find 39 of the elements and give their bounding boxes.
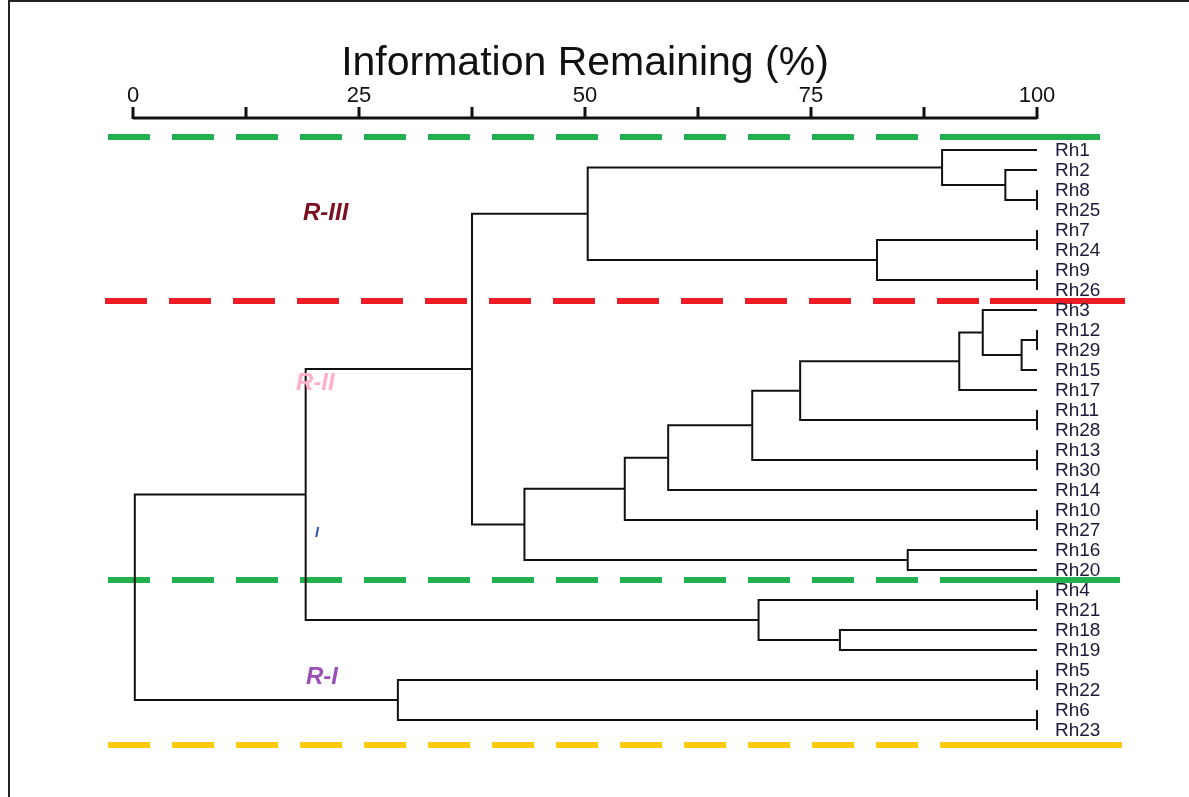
- leaf-label: Rh18: [1055, 620, 1101, 639]
- leaf-label: Rh25: [1055, 200, 1101, 219]
- tick-label: 50: [572, 84, 598, 106]
- leaf-label: Rh21: [1055, 600, 1101, 619]
- cluster-label: R-I: [306, 664, 338, 688]
- leaf-label: Rh22: [1055, 680, 1101, 699]
- tick-label: 25: [346, 84, 372, 106]
- leaf-label: Rh20: [1055, 560, 1101, 579]
- leaf-label: Rh23: [1055, 720, 1101, 739]
- leaf-label: Rh24: [1055, 240, 1101, 259]
- leaf-label: Rh16: [1055, 540, 1101, 559]
- leaf-label: Rh10: [1055, 500, 1101, 519]
- leaf-label: Rh5: [1055, 660, 1090, 679]
- leaf-label: Rh6: [1055, 700, 1090, 719]
- leaf-label: Rh4: [1055, 580, 1090, 599]
- tick-label: 100: [1018, 84, 1056, 106]
- leaf-label: Rh2: [1055, 160, 1090, 179]
- leaf-label: Rh28: [1055, 420, 1101, 439]
- leaf-label: Rh11: [1055, 400, 1099, 419]
- leaf-label: Rh13: [1055, 440, 1101, 459]
- axis-title: Information Remaining (%): [340, 38, 830, 85]
- leaf-label: Rh17: [1055, 380, 1101, 399]
- leaf-label: Rh3: [1055, 300, 1090, 319]
- leaf-label: Rh19: [1055, 640, 1101, 659]
- leaf-label: Rh1: [1055, 140, 1090, 159]
- leaf-label: Rh8: [1055, 180, 1090, 199]
- leaf-label: Rh14: [1055, 480, 1101, 499]
- leaf-label: Rh7: [1055, 220, 1090, 239]
- leaf-label: Rh29: [1055, 340, 1101, 359]
- cluster-label: I: [315, 525, 319, 539]
- leaf-label: Rh9: [1055, 260, 1090, 279]
- leaf-label: Rh26: [1055, 280, 1101, 299]
- leaf-label: Rh12: [1055, 320, 1101, 339]
- leaf-label: Rh15: [1055, 360, 1101, 379]
- leaf-label: Rh27: [1055, 520, 1101, 539]
- leaf-label: Rh30: [1055, 460, 1101, 479]
- tick-label: 0: [126, 84, 140, 106]
- tick-label: 75: [798, 84, 824, 106]
- cluster-label: R-III: [303, 200, 349, 224]
